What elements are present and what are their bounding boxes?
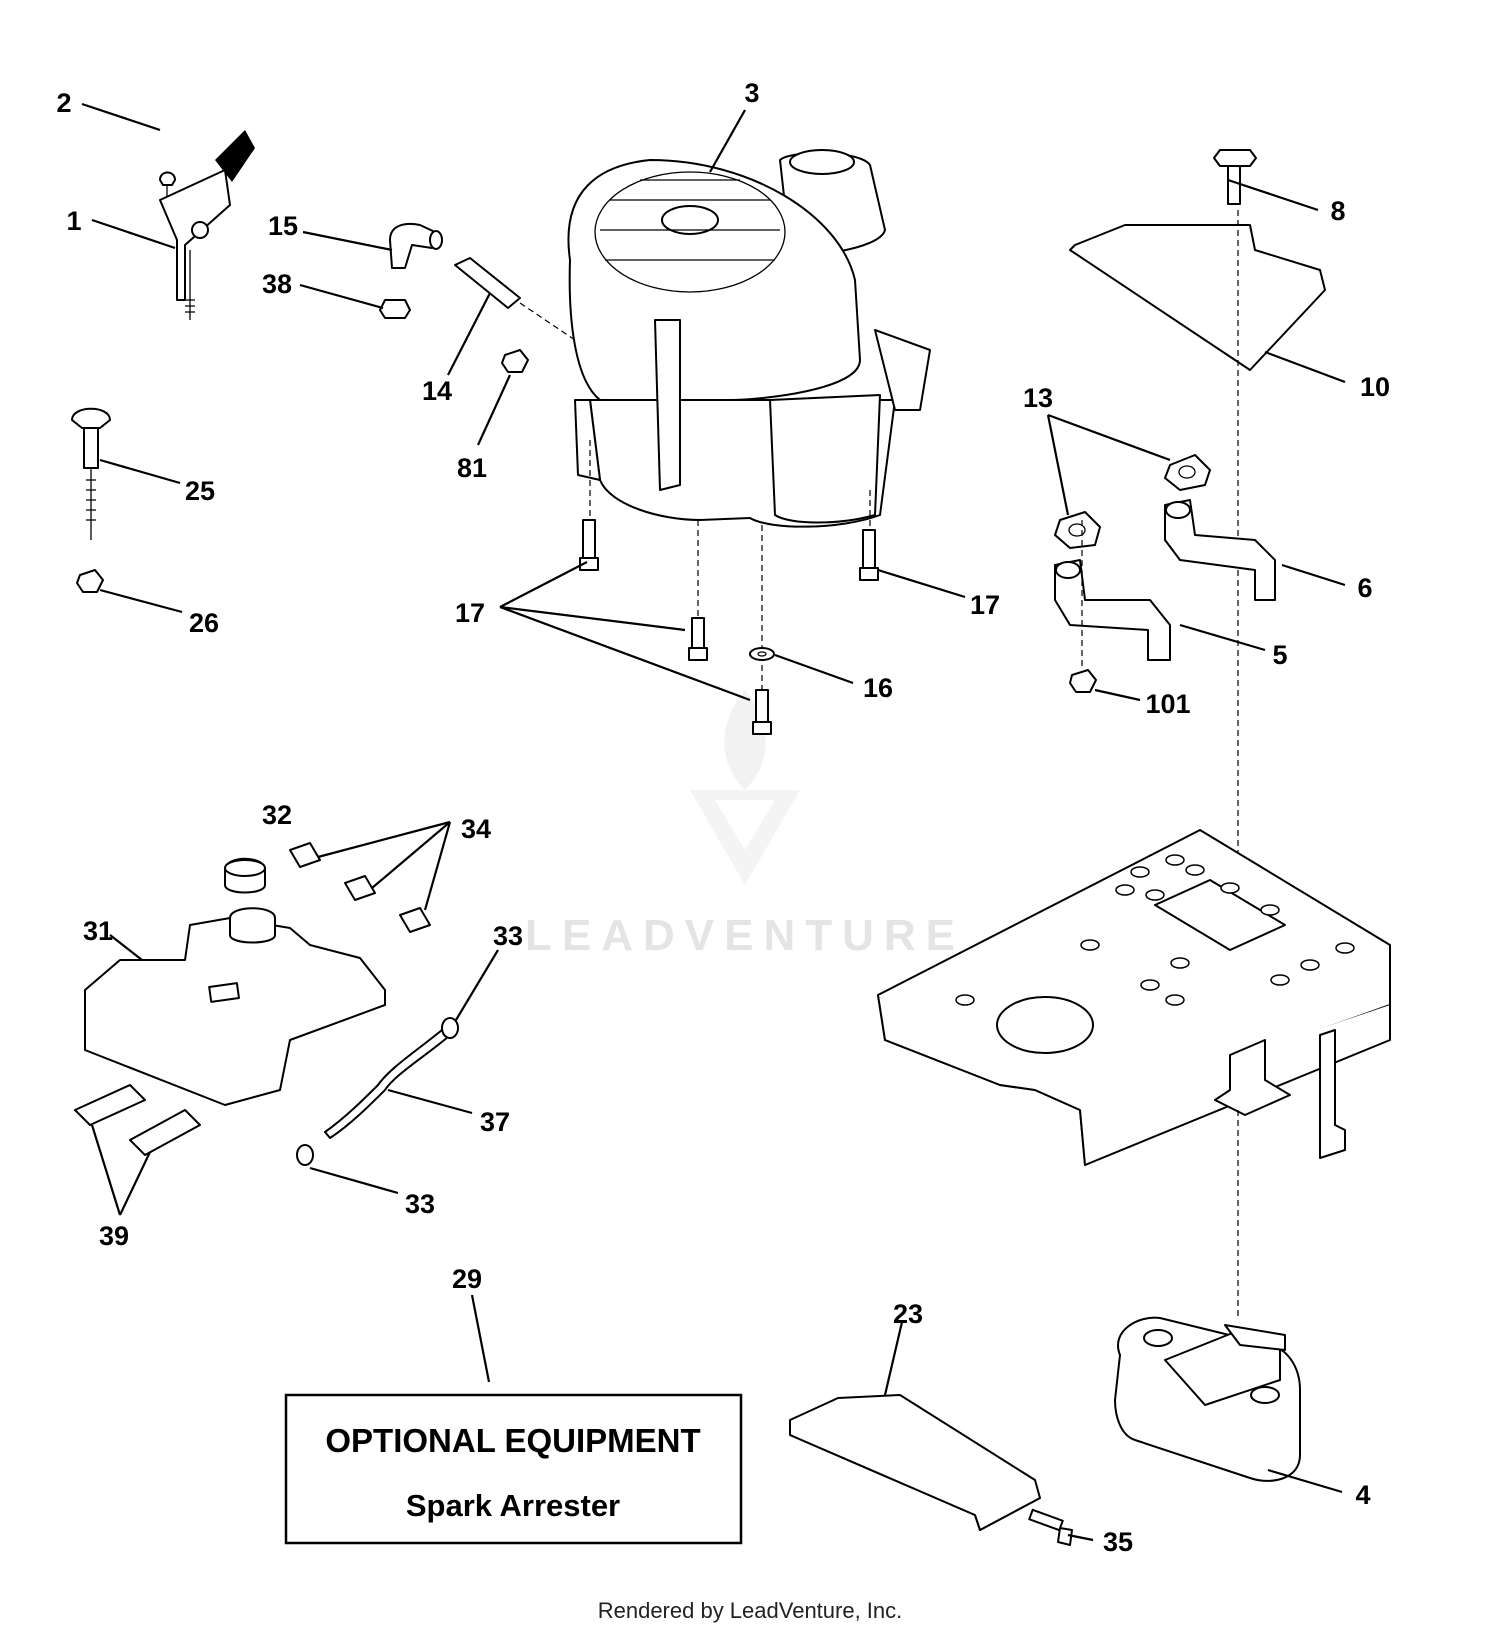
- callout-1: 1: [66, 206, 81, 236]
- throttle-control-part[interactable]: [159, 130, 255, 320]
- fuel-cap-part[interactable]: [224, 857, 266, 894]
- callout-29: 29: [452, 1264, 482, 1294]
- callout-32: 32: [262, 800, 292, 830]
- callout-6: 6: [1357, 573, 1372, 603]
- callout-15: 15: [268, 211, 298, 241]
- optional-equipment-box: OPTIONAL EQUIPMENT Spark Arrester: [284, 1393, 743, 1545]
- callout-4: 4: [1355, 1480, 1370, 1510]
- washer-part-16[interactable]: [749, 647, 775, 661]
- spark-arrester-label: Spark Arrester: [406, 1488, 620, 1523]
- callout-8: 8: [1330, 196, 1345, 226]
- heat-shield-part[interactable]: [1069, 210, 1326, 940]
- callout-16: 16: [863, 673, 893, 703]
- callout-17-right: 17: [970, 590, 1000, 620]
- bolt-part-8[interactable]: [1213, 149, 1257, 205]
- callout-37: 37: [480, 1107, 510, 1137]
- leader-lines: [81, 102, 1346, 1542]
- foam-pad-part-34[interactable]: [289, 842, 431, 933]
- footer-credit: Rendered by LeadVenture, Inc.: [598, 1598, 903, 1623]
- callout-17-left: 17: [455, 598, 485, 628]
- callout-2: 2: [56, 88, 71, 118]
- callout-23: 23: [893, 1299, 923, 1329]
- nut-part-101[interactable]: [1069, 669, 1097, 693]
- callout-33-bottom: 33: [405, 1189, 435, 1219]
- lock-nut-part-26[interactable]: [76, 569, 104, 593]
- callout-13: 13: [1023, 383, 1053, 413]
- hose-clamp-part-33[interactable]: [296, 1017, 459, 1166]
- exhaust-pipe-part-6[interactable]: [1164, 499, 1276, 601]
- gasket-part-13[interactable]: [1054, 454, 1211, 549]
- elbow-fitting-part[interactable]: [389, 222, 443, 269]
- screw-part-35[interactable]: [1028, 1508, 1073, 1546]
- watermark-logo: [690, 690, 800, 885]
- callout-35: 35: [1103, 1527, 1133, 1557]
- callout-25: 25: [185, 476, 215, 506]
- exhaust-pipe-part-5[interactable]: [1054, 520, 1171, 670]
- callout-31: 31: [83, 916, 113, 946]
- callout-labels: 2 1 3 8 10 13 6 5 101 15 38 14 81 25 26 …: [56, 78, 1390, 1557]
- callout-101: 101: [1145, 689, 1190, 719]
- callout-34: 34: [461, 814, 491, 844]
- callout-33-top: 33: [493, 921, 523, 951]
- callout-5: 5: [1272, 640, 1287, 670]
- spark-arrester-shield-part[interactable]: [789, 1394, 1041, 1531]
- callout-38: 38: [262, 269, 292, 299]
- callout-26: 26: [189, 608, 219, 638]
- muffler-part[interactable]: [1114, 1110, 1301, 1482]
- foam-pad-part-39[interactable]: [74, 1084, 201, 1156]
- watermark-text: LEADVENTURE: [525, 911, 965, 960]
- nut-part-81[interactable]: [501, 349, 529, 373]
- fuel-line-part-37[interactable]: [324, 1029, 449, 1139]
- pipe-plug-part[interactable]: [379, 299, 411, 319]
- engine-mount-plate-part[interactable]: [877, 829, 1391, 1166]
- engine-part[interactable]: [567, 149, 931, 528]
- choke-knob-part[interactable]: [71, 407, 111, 540]
- callout-14: 14: [422, 376, 452, 406]
- callout-81: 81: [457, 453, 487, 483]
- callout-39: 39: [99, 1221, 129, 1251]
- mount-plate-holes: [955, 854, 1355, 1006]
- optional-equipment-title: OPTIONAL EQUIPMENT: [325, 1422, 700, 1459]
- fuel-tank-part[interactable]: [84, 907, 386, 1106]
- bolt-part-17[interactable]: [579, 440, 879, 735]
- callout-3: 3: [744, 78, 759, 108]
- callout-10: 10: [1360, 372, 1390, 402]
